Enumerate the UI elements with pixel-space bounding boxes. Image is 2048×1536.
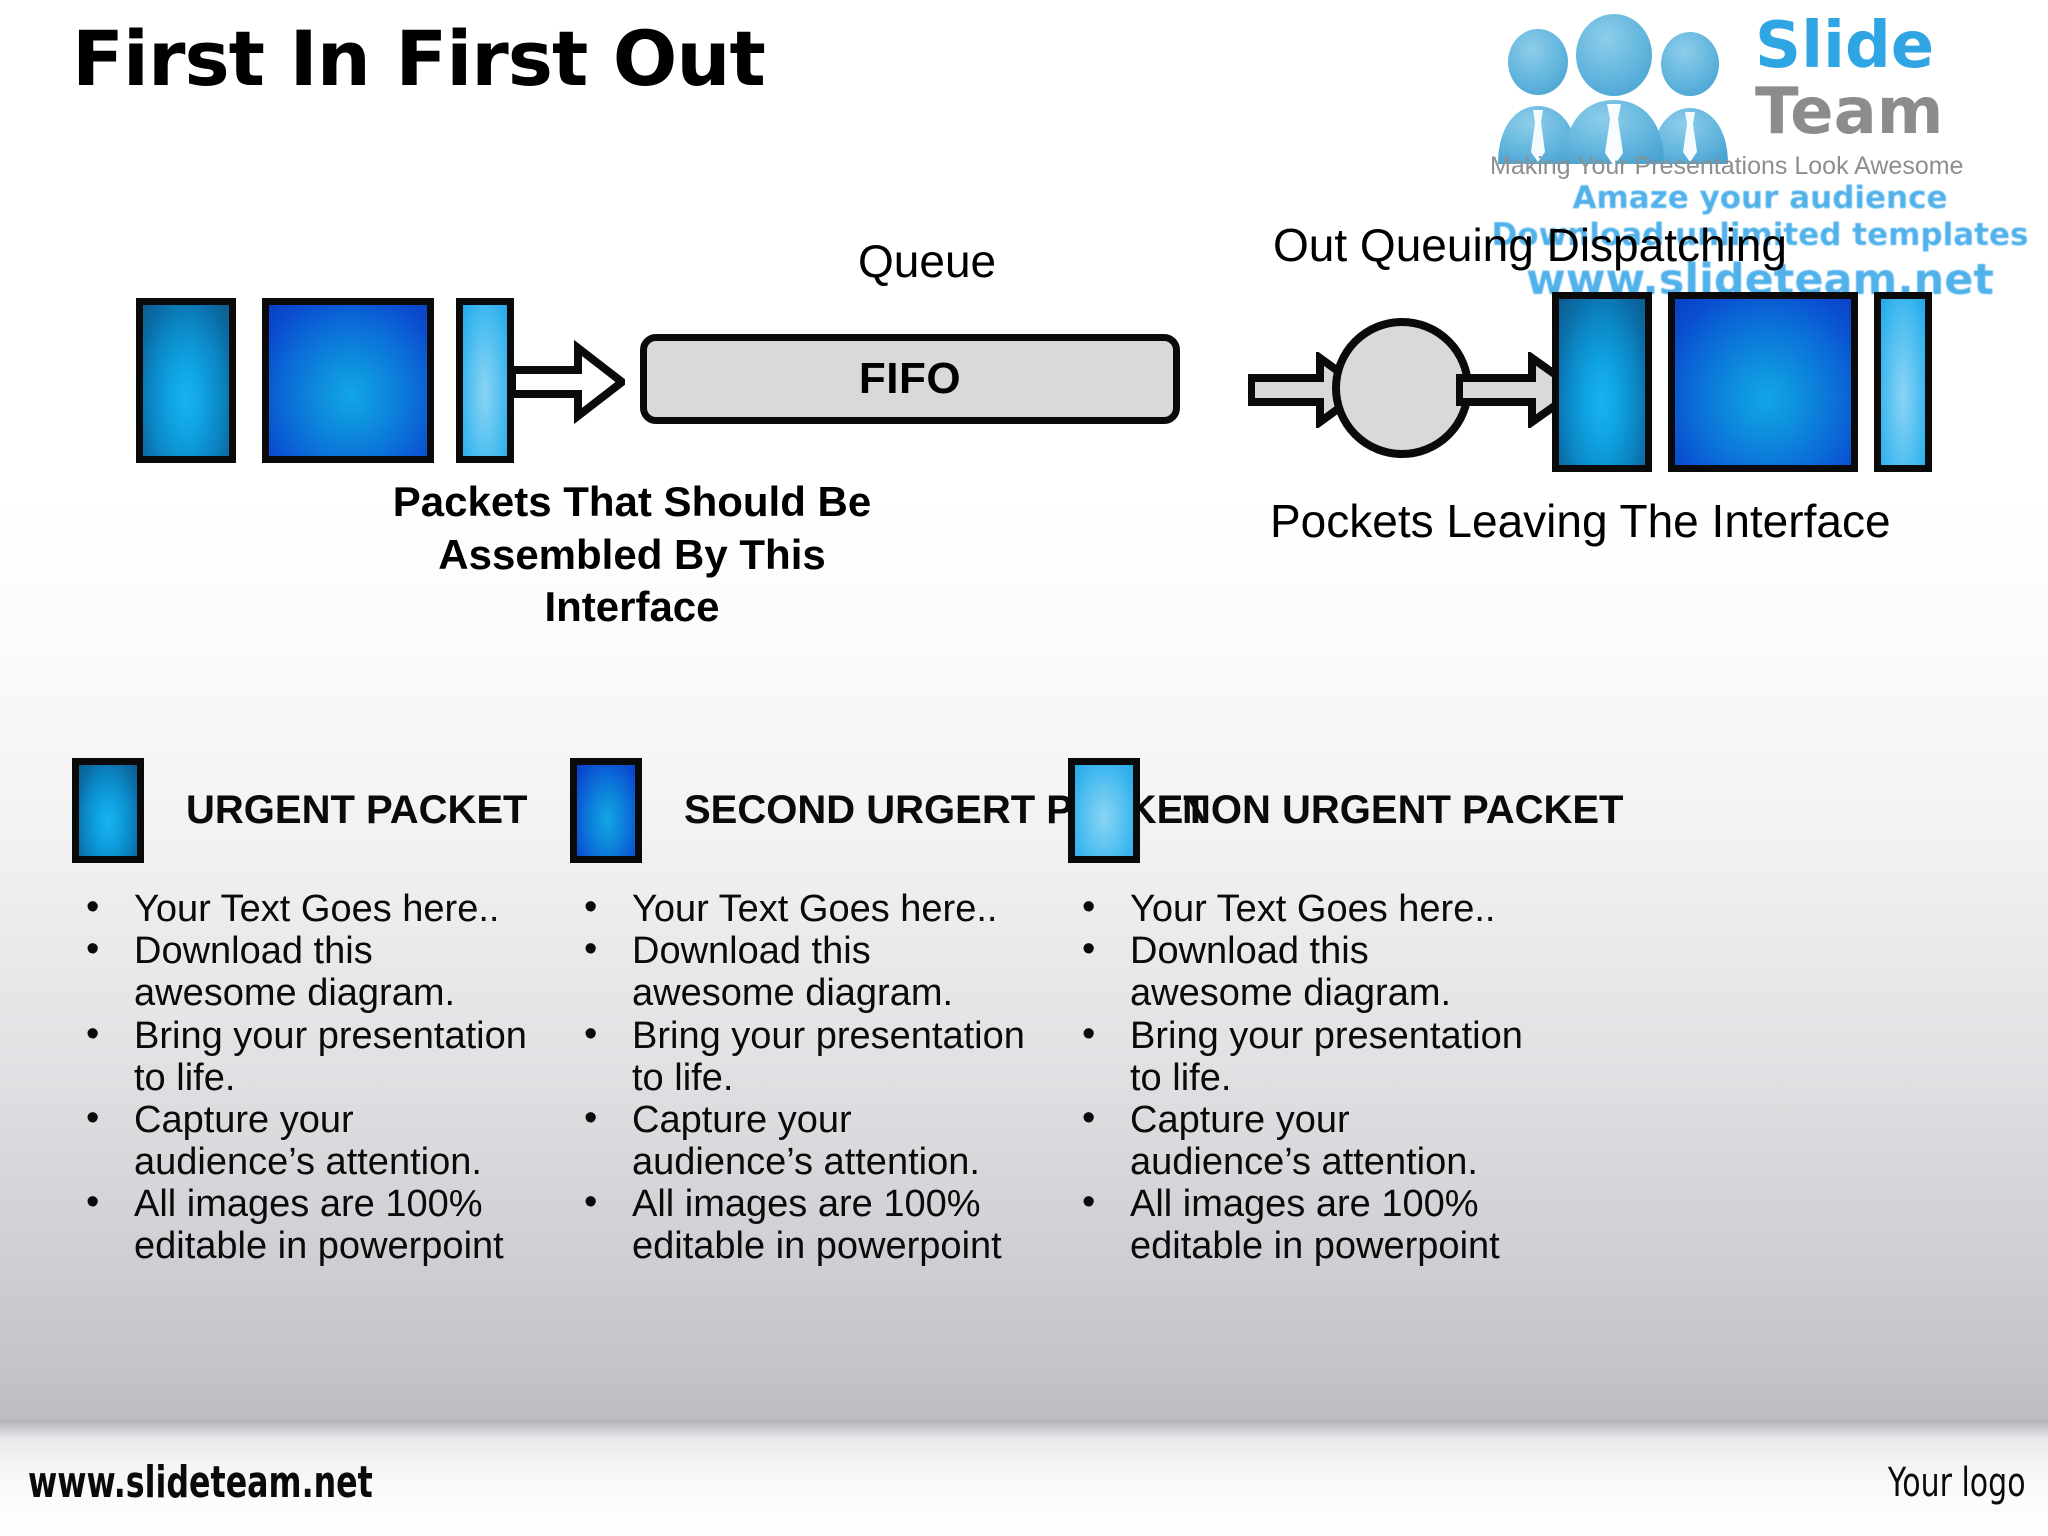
packets-out-label: Pockets Leaving The Interface [1270,495,1891,547]
content-column-2: SECOND URGERT PACKET Your Text Goes here… [570,750,1208,1268]
legend-swatch-nonurgent [1068,757,1140,863]
three-people-icon [1498,14,1728,164]
legend-swatch-second [570,757,642,863]
list-item: Capture your audience’s attention. [1068,1097,1538,1183]
content-column-3: NON URGENT PACKET Your Text Goes here.. … [1068,750,1668,1268]
list-item: All images are 100% editable in powerpoi… [1068,1181,1538,1267]
list-item: Download this awesome diagram. [1068,928,1538,1014]
list-item: Your Text Goes here.. [72,886,542,930]
bullet-list-1: Your Text Goes here.. Download this awes… [72,886,542,1268]
fifo-label: FIFO [858,354,962,403]
logo-word-team: Team [1755,75,1944,149]
bullet-list-2: Your Text Goes here.. Download this awes… [570,886,1040,1268]
list-item: All images are 100% editable in powerpoi… [570,1181,1040,1267]
list-item: Bring your presentation to life. [570,1013,1040,1099]
fifo-queue-box: FIFO [640,334,1180,424]
in-packet-urgent [136,298,236,463]
legend-row-2: SECOND URGERT PACKET [570,750,1208,870]
legend-row-3: NON URGENT PACKET [1068,750,1668,870]
packets-in-label: Packets That Should Be Assembled By This… [392,478,872,630]
list-item: All images are 100% editable in powerpoi… [72,1181,542,1267]
in-packet-nonurgent [456,298,514,463]
queue-label: Queue [858,235,997,287]
legend-label-1: URGENT PACKET [186,787,528,832]
list-item: Download this awesome diagram. [72,928,542,1014]
dispatcher-node [1332,318,1472,458]
legend-row-1: URGENT PACKET [72,750,672,870]
bullet-list-3: Your Text Goes here.. Download this awes… [1068,886,1538,1268]
list-item: Download this awesome diagram. [570,928,1040,1014]
arrow-into-queue-icon [510,340,625,425]
logo-tagline: Making Your Presentations Look Awesome [1490,152,1964,180]
legend-swatch-urgent [72,757,144,863]
logo-word-slide: Slide [1755,9,1935,83]
legend-label-3: NON URGENT PACKET [1182,787,1624,832]
list-item: Bring your presentation to life. [72,1013,542,1099]
content-column-1: URGENT PACKET Your Text Goes here.. Down… [72,750,672,1268]
list-item: Your Text Goes here.. [570,886,1040,930]
out-packet-urgent [1552,292,1652,472]
list-item: Bring your presentation to life. [1068,1013,1538,1099]
footer-logo-placeholder: Your logo [1888,1460,2026,1506]
out-packet-second [1668,292,1858,472]
out-packet-nonurgent [1874,292,1932,472]
footer-band: www.slideteam.net Your logo [0,1420,2048,1536]
slideteam-logo: Slide Team Making Your Presentations Loo… [1480,6,2040,186]
footer-url[interactable]: www.slideteam.net [28,1457,373,1508]
list-item: Capture your audience’s attention. [72,1097,542,1183]
list-item: Capture your audience’s attention. [570,1097,1040,1183]
list-item: Your Text Goes here.. [1068,886,1538,930]
page-title: First In First Out [72,14,766,103]
in-packet-second [262,298,434,463]
out-queuing-label: Out Queuing Dispatching [1273,219,1787,271]
